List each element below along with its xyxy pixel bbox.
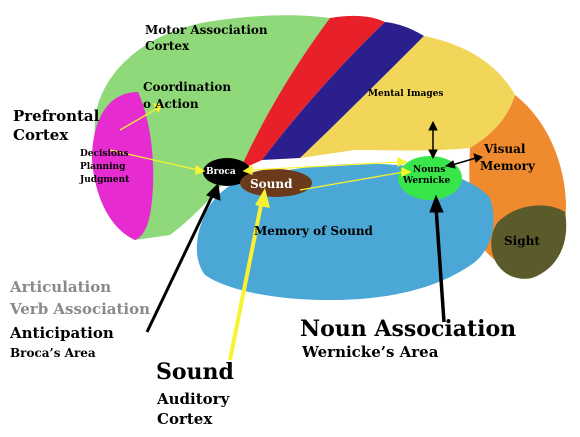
mental-images-label: Mental Images bbox=[368, 89, 444, 99]
sound-spot-label: Sound bbox=[250, 177, 293, 191]
motor-association-label: Motor Association bbox=[145, 23, 268, 37]
yellow-arrows bbox=[109, 103, 412, 191]
sight-region bbox=[491, 205, 567, 279]
verb-association-label: Verb Association bbox=[10, 300, 151, 318]
wernickes-area-label: Wernicke’s Area bbox=[302, 343, 439, 361]
auditory-cortex-label: Cortex bbox=[157, 410, 213, 428]
sound-label: Sound bbox=[156, 359, 234, 385]
noun-association-label: Noun Association bbox=[300, 316, 517, 342]
planning-label: Planning bbox=[80, 162, 126, 172]
judgment-label: Judgment bbox=[80, 175, 130, 185]
decisions-label: Decisions bbox=[80, 149, 129, 159]
visual-label: Visual bbox=[484, 142, 526, 156]
broca-spot-label: Broca bbox=[206, 167, 236, 177]
wernicke-spot-label: Wernicke bbox=[403, 176, 451, 186]
sensory-strip bbox=[262, 22, 424, 160]
prefrontal-region bbox=[92, 92, 154, 240]
parietal-lobe bbox=[300, 36, 515, 158]
memory-of-sound-label: Memory of Sound bbox=[254, 224, 373, 238]
frontal-lobe bbox=[94, 15, 330, 240]
brocas-area-label: Broca’s Area bbox=[10, 346, 96, 360]
anticipation-label: Anticipation bbox=[10, 324, 114, 342]
memory-label: Memory bbox=[480, 159, 535, 173]
broca-spot bbox=[203, 158, 251, 186]
nouns-label: Nouns bbox=[413, 165, 446, 175]
sight-label: Sight bbox=[504, 234, 540, 248]
articulation-label: Articulation bbox=[10, 278, 112, 296]
prefrontal-cortex-label: Cortex bbox=[13, 126, 69, 144]
coordination-label: Coordination bbox=[143, 80, 232, 94]
sound-spot bbox=[240, 169, 312, 197]
prefrontal-label: Prefrontal bbox=[13, 107, 100, 125]
wernicke-spot bbox=[398, 156, 462, 200]
motor-strip bbox=[240, 15, 385, 171]
black-arrows bbox=[145, 120, 483, 333]
auditory-label: Auditory bbox=[157, 390, 230, 408]
sound-arrow bbox=[228, 188, 270, 361]
of-action-label: o Action bbox=[143, 97, 199, 111]
motor-cortex-label: Cortex bbox=[145, 39, 190, 53]
